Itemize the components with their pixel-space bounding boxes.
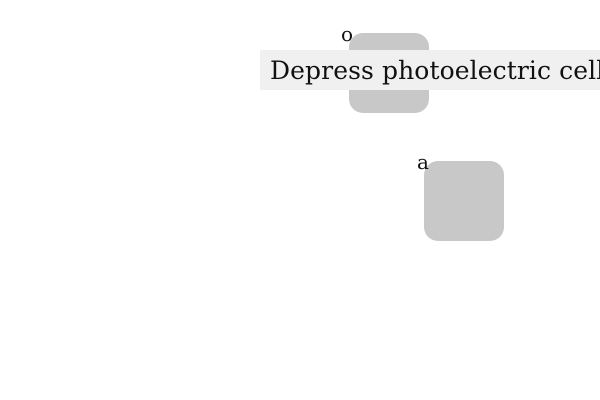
key-button-a[interactable] (424, 161, 504, 241)
instruction-text: Depress photoelectric cell (270, 55, 600, 85)
instruction-banner: Depress photoelectric cell (260, 50, 600, 90)
key-label-a: a (417, 150, 429, 174)
key-label-o: o (341, 22, 354, 46)
